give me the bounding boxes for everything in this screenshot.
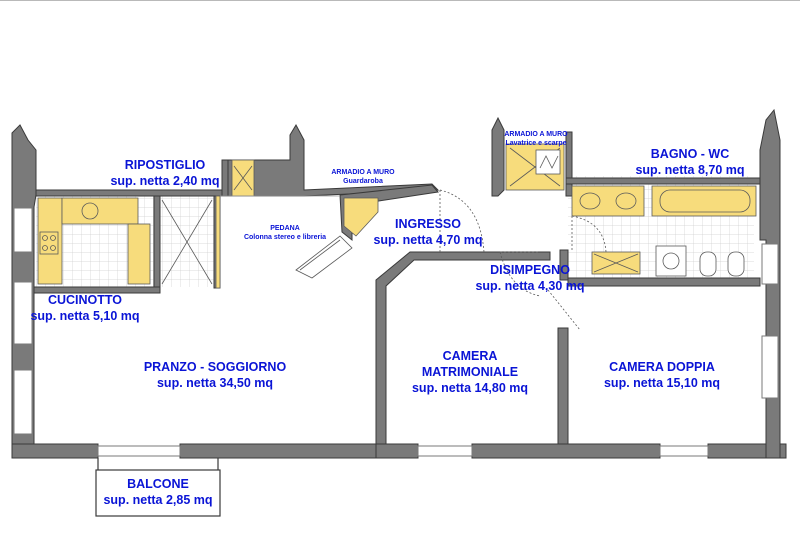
room-label-disimpegno: DISIMPEGNO sup. netta 4,30 mq bbox=[470, 262, 590, 294]
wardrobe-guardaroba bbox=[343, 197, 379, 237]
room-label-pranzo-soggiorno: PRANZO - SOGGIORNO sup. netta 34,50 mq bbox=[140, 359, 290, 391]
bathtub bbox=[651, 185, 757, 217]
door-ingresso bbox=[439, 189, 485, 253]
room-name-line2: MATRIMONIALE bbox=[421, 365, 519, 379]
room-label-cucinotto: CUCINOTTO sup. netta 5,10 mq bbox=[30, 292, 140, 324]
annotation-note: Guardaroba bbox=[343, 178, 383, 185]
room-name: BAGNO - WC bbox=[650, 147, 730, 161]
room-name-line1: CAMERA bbox=[442, 349, 498, 363]
window-bottom-bedroom2 bbox=[659, 445, 709, 457]
bathroom-sink-counter bbox=[571, 185, 645, 217]
wall-bottom-middle bbox=[179, 443, 377, 459]
room-area: sup. netta 4,30 mq bbox=[475, 279, 585, 293]
sink-icon bbox=[81, 202, 99, 220]
annotation-note: Colonna stereo e libreria bbox=[243, 234, 327, 241]
wall-interior-diagonal bbox=[375, 251, 551, 445]
window-right-1 bbox=[761, 243, 779, 285]
wall-bottom-bedroom1 bbox=[375, 443, 419, 459]
wall-lavatrice-right bbox=[565, 131, 573, 197]
window-left-1 bbox=[13, 207, 33, 253]
room-name: CUCINOTTO bbox=[47, 293, 123, 307]
room-name: INGRESSO bbox=[395, 217, 461, 231]
window-left-2 bbox=[13, 281, 33, 345]
toilet-icon bbox=[699, 251, 717, 277]
bidet-icon bbox=[727, 251, 745, 277]
door-bagno bbox=[571, 215, 607, 253]
room-area: sup. netta 2,85 mq bbox=[103, 493, 213, 507]
room-name: RIPOSTIGLIO bbox=[124, 158, 206, 172]
storage-cross bbox=[161, 199, 213, 285]
wall-top-bathroom bbox=[565, 177, 761, 185]
annotation-armadio-lavatrice: ARMADIO A MURO Lavatrice e scarpe bbox=[502, 130, 570, 148]
wall-bathroom-bottom bbox=[567, 277, 761, 287]
annotation-armadio-guardaroba: ARMADIO A MURO Guardaroba bbox=[320, 168, 406, 186]
pedana-diagonal bbox=[295, 235, 353, 279]
annotation-note: Lavatrice e scarpe bbox=[505, 140, 567, 147]
balcony-outline bbox=[95, 469, 221, 517]
annotation-pedana: PEDANA Colonna stereo e libreria bbox=[232, 224, 338, 242]
room-label-bagno: BAGNO - WC sup. netta 8,70 mq bbox=[630, 146, 750, 178]
window-right-2 bbox=[761, 335, 779, 399]
storage-cabinet bbox=[215, 195, 221, 289]
kitchen-counter-top bbox=[61, 197, 139, 225]
wall-lavatrice-left bbox=[491, 116, 505, 197]
window-balcony-door bbox=[97, 445, 181, 457]
wall-top-kitchen bbox=[35, 189, 229, 197]
kitchen-counter-right bbox=[127, 223, 151, 285]
kitchen-counter-left bbox=[37, 197, 63, 285]
room-area: sup. netta 14,80 mq bbox=[411, 381, 528, 395]
room-area: sup. netta 8,70 mq bbox=[635, 163, 745, 177]
wall-bottom-left bbox=[11, 443, 99, 459]
top-border-line bbox=[0, 0, 800, 5]
room-area: sup. netta 5,10 mq bbox=[30, 309, 140, 323]
annotation-title: ARMADIO A MURO bbox=[331, 169, 395, 176]
room-name: DISIMPEGNO bbox=[490, 263, 570, 277]
stove-icon bbox=[39, 231, 59, 255]
room-area: sup. netta 4,70 mq bbox=[373, 233, 483, 247]
room-name: CAMERA DOPPIA bbox=[609, 360, 715, 374]
annotation-title: ARMADIO A MURO bbox=[504, 131, 568, 138]
room-label-balcone: BALCONE sup. netta 2,85 mq bbox=[98, 476, 218, 508]
window-left-3 bbox=[13, 369, 33, 435]
door-disimpegno bbox=[499, 251, 541, 297]
window-bottom-bedroom1 bbox=[417, 445, 473, 457]
door-camera-doppia bbox=[547, 289, 581, 331]
wall-bottom-bedroom1b bbox=[471, 443, 661, 459]
room-name: PRANZO - SOGGIORNO bbox=[143, 360, 287, 374]
wall-kitchen-bottom bbox=[33, 286, 161, 294]
wall-disimpegno-right bbox=[559, 249, 569, 281]
room-label-ripostiglio: RIPOSTIGLIO sup. netta 2,40 mq bbox=[110, 157, 220, 189]
wall-kitchen-divider bbox=[153, 195, 161, 289]
room-name: BALCONE bbox=[127, 477, 189, 491]
room-area: sup. netta 15,10 mq bbox=[603, 376, 720, 390]
room-label-camera-doppia: CAMERA DOPPIA sup. netta 15,10 mq bbox=[600, 359, 724, 391]
room-label-ingresso: INGRESSO sup. netta 4,70 mq bbox=[366, 216, 490, 248]
annotation-title: PEDANA bbox=[270, 225, 300, 232]
washbasin-icon bbox=[579, 192, 601, 210]
room-area: sup. netta 34,50 mq bbox=[156, 376, 273, 390]
wall-bedrooms-divider bbox=[557, 327, 569, 445]
room-label-camera-matrimoniale: CAMERA MATRIMONIALE sup. netta 14,80 mq bbox=[408, 348, 532, 396]
room-area: sup. netta 2,40 mq bbox=[110, 174, 220, 188]
